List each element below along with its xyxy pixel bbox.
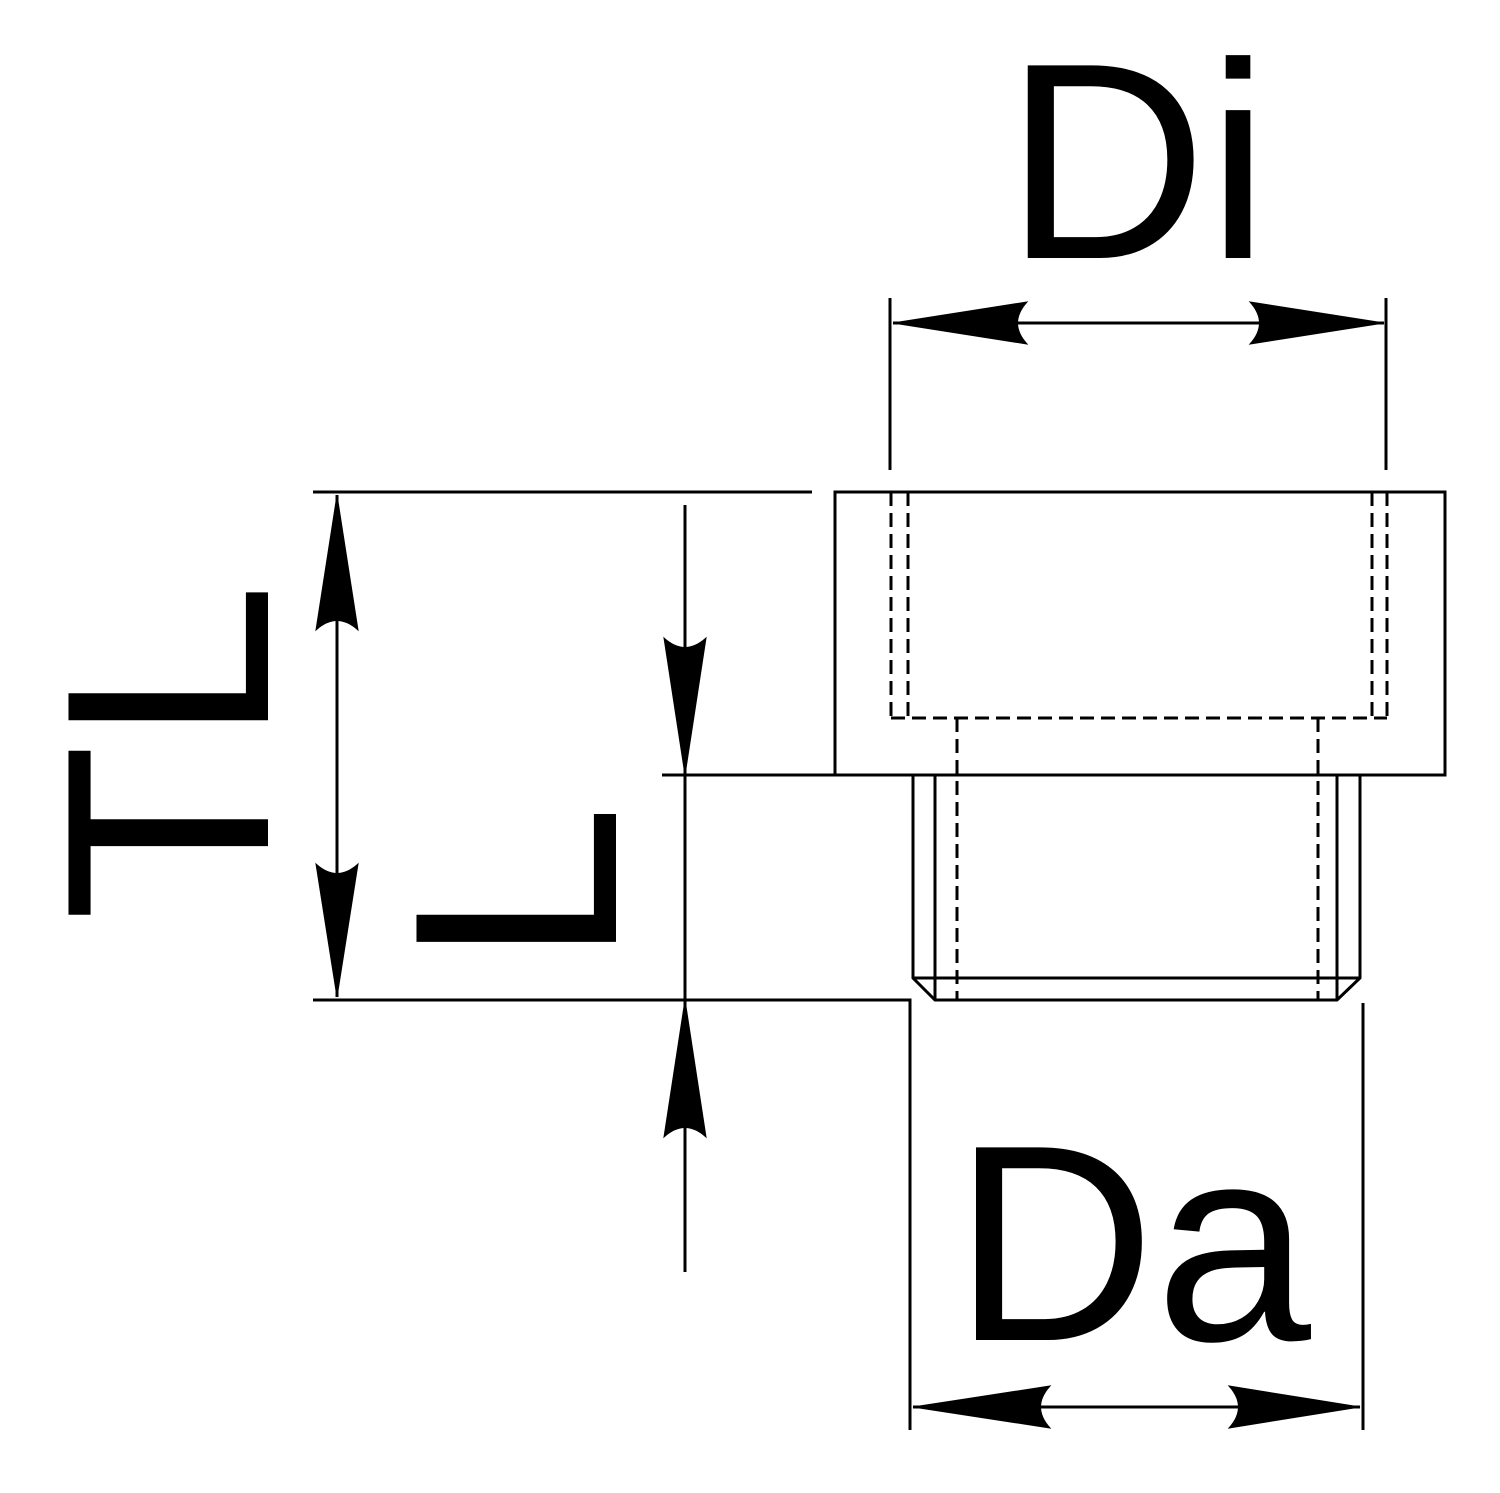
part-outline	[833, 490, 1447, 1002]
spigot-outline	[911, 775, 1362, 1002]
di-label: Di	[1005, 6, 1269, 318]
l-label: L	[354, 804, 678, 965]
l-dimension: L	[354, 505, 707, 1272]
head-block	[833, 490, 1447, 777]
da-arrow-right	[1227, 1385, 1361, 1429]
da-dimension: Da	[912, 1088, 1361, 1429]
hidden-lines	[889, 492, 1389, 1000]
tl-arrow-top	[315, 494, 359, 632]
tl-label: TL	[6, 583, 330, 921]
tl-arrow-bottom	[315, 862, 359, 998]
tl-dimension: TL	[6, 494, 359, 998]
di-arrow-right	[1248, 301, 1385, 345]
di-dimension: Di	[892, 6, 1385, 345]
da-arrow-left	[912, 1385, 1052, 1429]
l-arrow-top	[663, 636, 707, 776]
di-arrow-left	[892, 301, 1029, 345]
da-label: Da	[953, 1088, 1313, 1400]
l-arrow-bottom	[663, 999, 707, 1139]
extension-lines	[313, 298, 1388, 1430]
ext-bottom	[313, 998, 912, 1430]
